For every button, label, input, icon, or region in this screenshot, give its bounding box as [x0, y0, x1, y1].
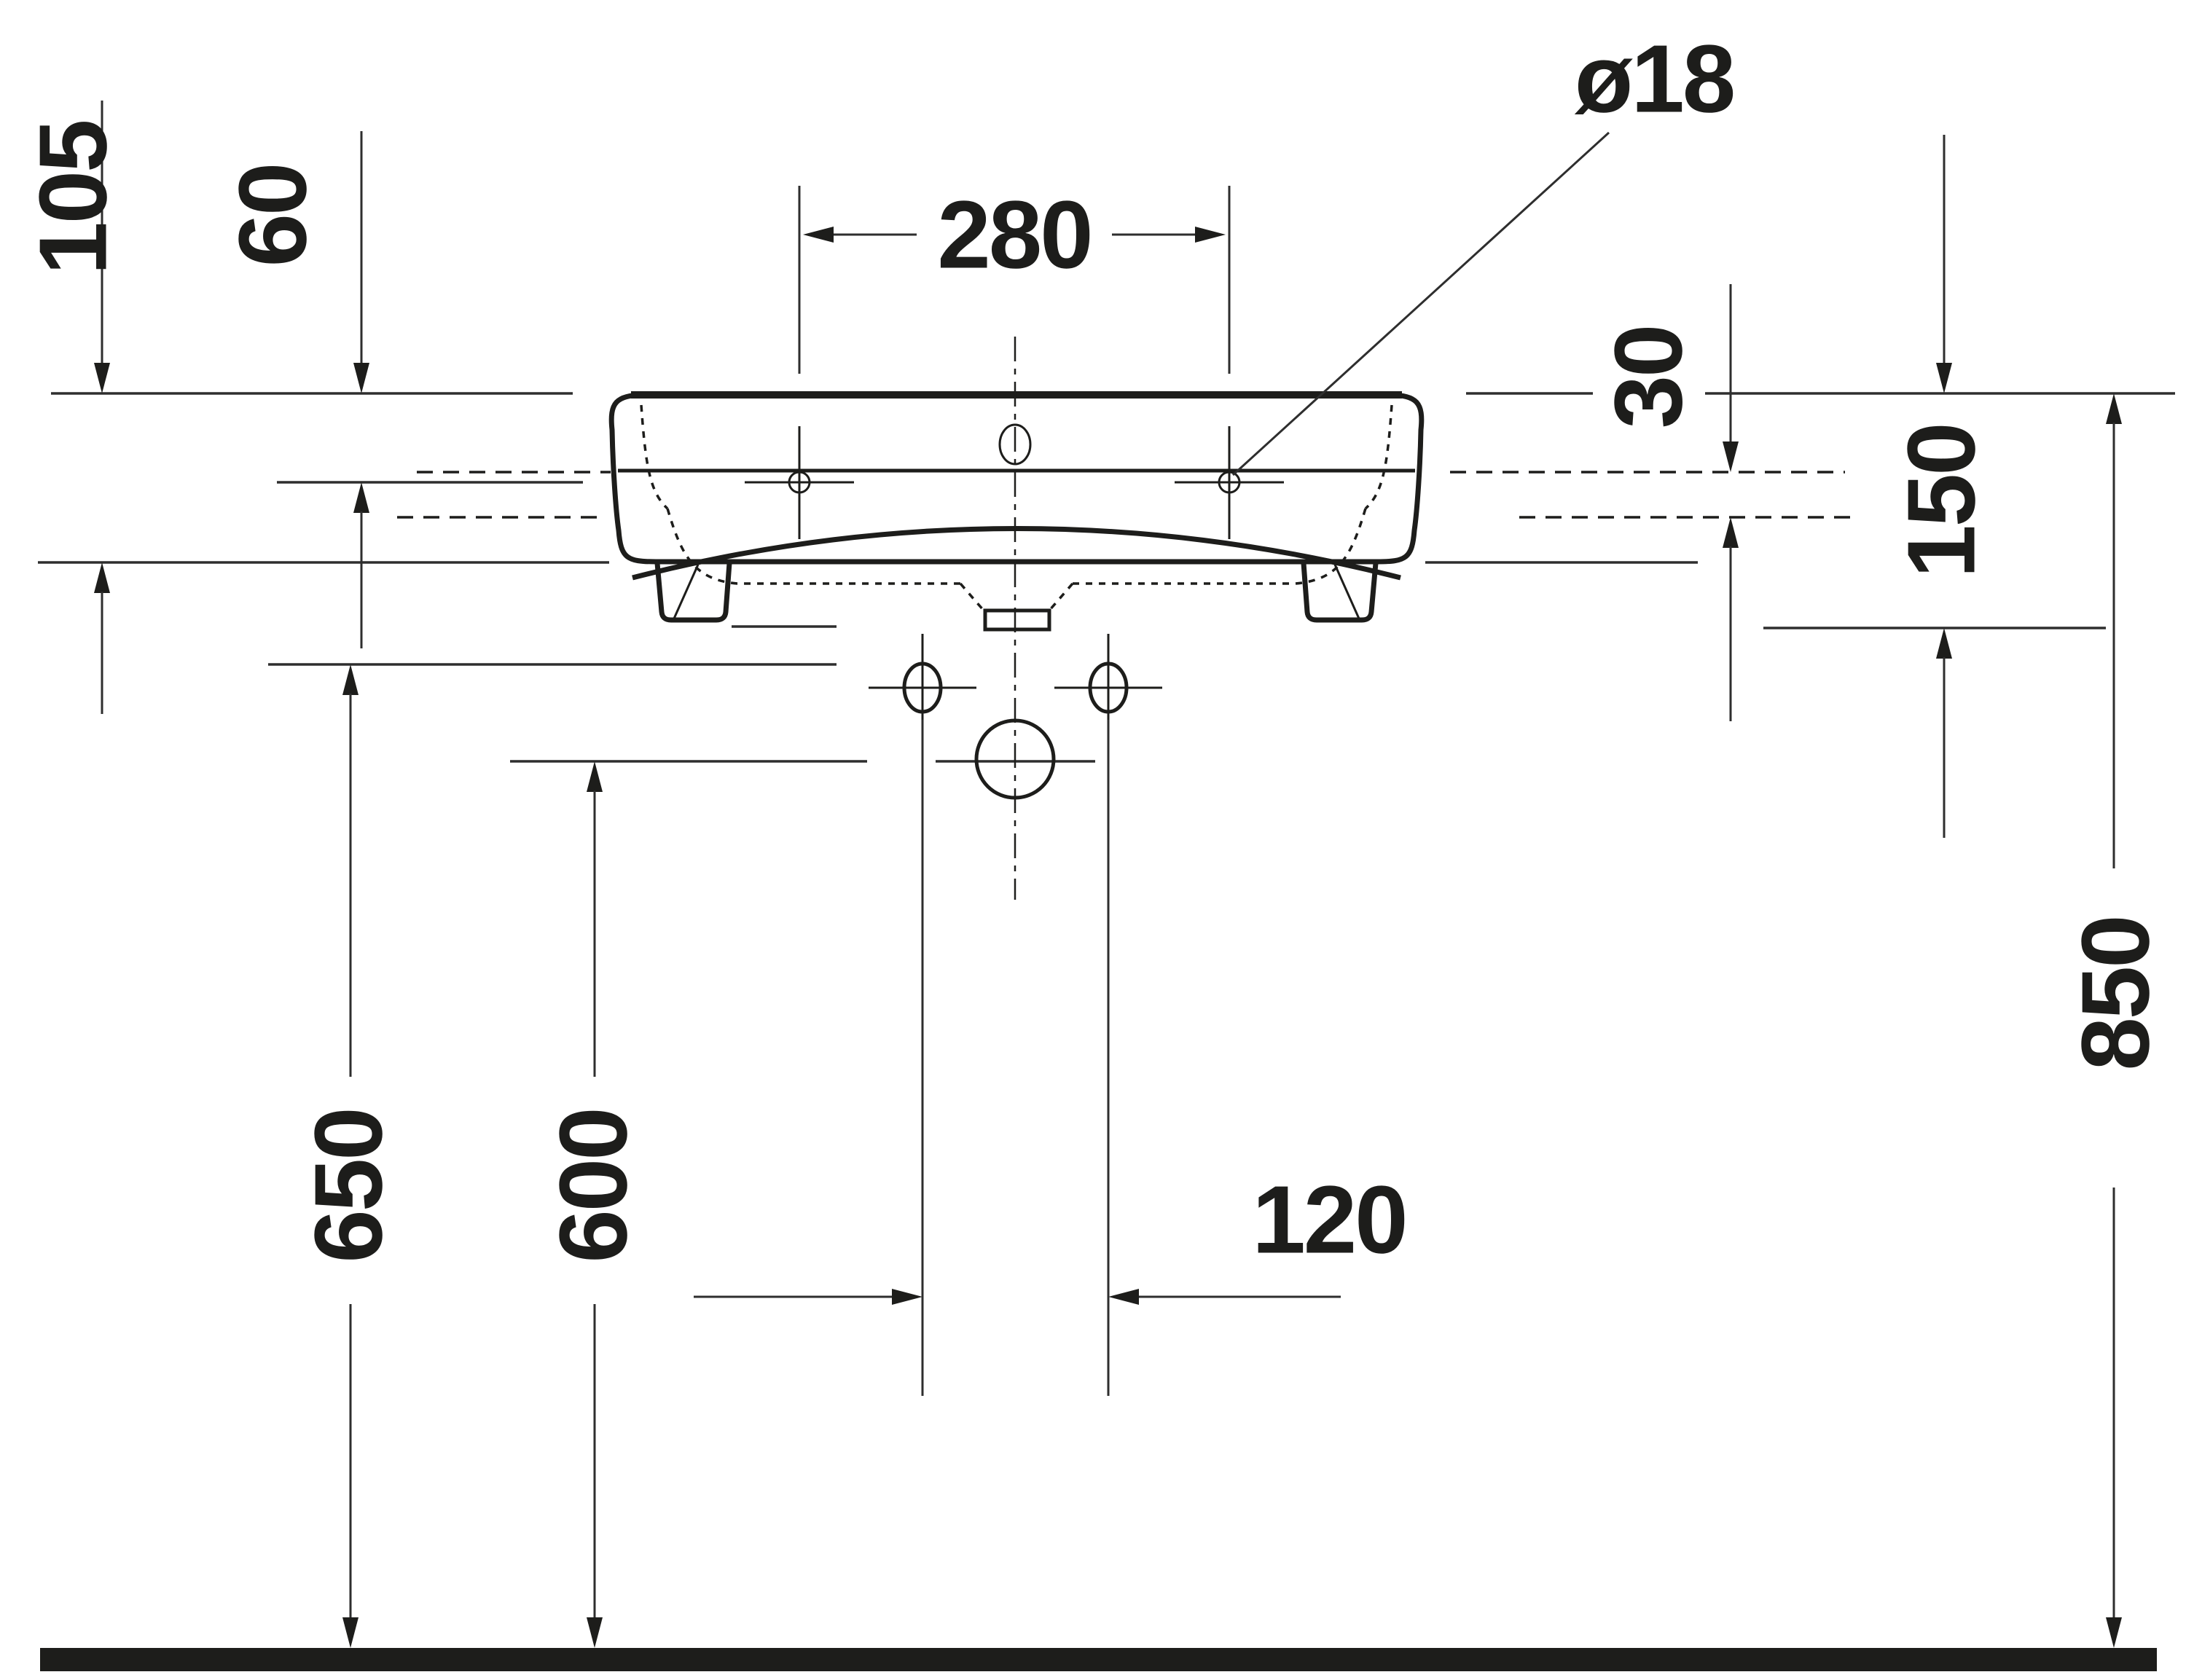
arrowhead-left	[803, 227, 834, 243]
dimension-label-30: 30	[1595, 326, 1702, 429]
arrowhead-down	[353, 363, 369, 393]
arrowhead-up	[587, 761, 603, 792]
dimension-label-280: 280	[937, 181, 1091, 288]
dimension-150: 150	[1888, 135, 1995, 838]
drain-pipe-circle	[974, 718, 1056, 800]
basin-outline	[608, 392, 1425, 565]
arrowhead-right	[1195, 227, 1226, 243]
foot-right-inner-edge	[1333, 564, 1360, 619]
dimension-label-o18: ø18	[1575, 25, 1733, 133]
bowl-hidden-right	[1364, 404, 1393, 510]
arrowhead-left	[1108, 1289, 1139, 1305]
dimension-280: 280	[798, 181, 1231, 374]
dimension-30: 30	[1595, 284, 1739, 721]
tap-hole-left	[745, 426, 854, 539]
dimension-label-600: 600	[540, 1109, 647, 1263]
dimension-label-850: 850	[2062, 916, 2169, 1070]
foot-right	[1301, 562, 1379, 623]
dimension-label-150: 150	[1888, 424, 1995, 578]
arrowhead-down	[342, 1617, 359, 1648]
dimension-650: 650	[295, 664, 402, 1648]
dimension-120: 120	[694, 720, 1409, 1396]
arrowhead-down	[587, 1617, 603, 1648]
dimension-105: 105	[20, 101, 127, 714]
leader-line	[1231, 131, 1610, 476]
arrowhead-up	[1723, 517, 1739, 548]
bowl-hidden-left	[640, 404, 669, 510]
foot-left	[654, 562, 732, 623]
drain-outlet-stub	[983, 608, 1051, 632]
tap-hole-right	[1175, 426, 1284, 539]
dimension-label-105: 105	[20, 121, 127, 275]
arrowhead-up	[94, 562, 110, 593]
bowl-hidden-bottom	[666, 508, 1367, 585]
arrowhead-right	[892, 1289, 922, 1305]
dimension-600: 600	[540, 761, 647, 1648]
dimension-label-120: 120	[1252, 1166, 1406, 1273]
arrowhead-down	[1936, 363, 1952, 393]
arrowhead-up	[2106, 393, 2122, 424]
callout-tap-hole-diameter: ø18	[1231, 25, 1736, 476]
arrowhead-up	[1936, 628, 1952, 659]
arrowhead-down	[2106, 1617, 2122, 1648]
dimension-label-650: 650	[295, 1109, 402, 1263]
floor-line	[40, 1648, 2157, 1671]
arrowhead-up	[353, 482, 369, 513]
arrowhead-up	[342, 664, 359, 695]
dimension-850: 850	[2062, 393, 2169, 1648]
washbasin-body	[608, 391, 1425, 632]
arrowhead-down	[1723, 441, 1739, 472]
front-rim-arc	[632, 526, 1401, 581]
arrowhead-down	[94, 363, 110, 393]
foot-left-inner-edge	[673, 564, 700, 619]
dimension-label-60: 60	[219, 165, 326, 267]
drain-cone-hidden	[959, 582, 1074, 612]
dimension-60: 60	[219, 131, 369, 648]
